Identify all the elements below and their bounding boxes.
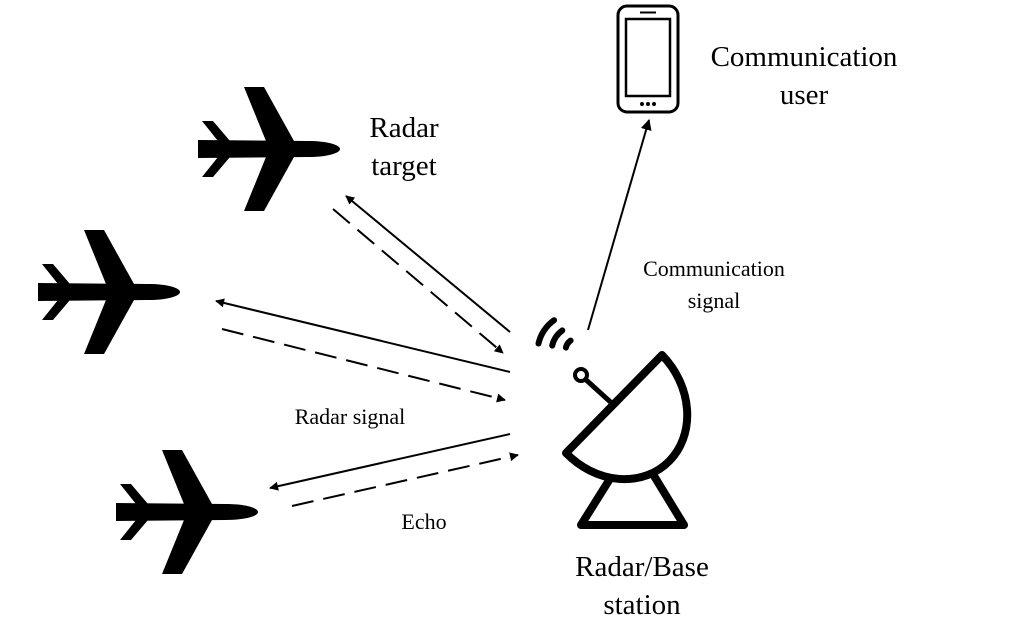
smartphone-icon bbox=[616, 4, 680, 114]
echo-arrow-middle bbox=[221, 328, 506, 403]
communication-signal-arrow bbox=[587, 118, 652, 331]
communication-signal-label-line1: Communication bbox=[643, 256, 785, 281]
echo-label: Echo bbox=[401, 509, 446, 534]
airplane-icon-middle bbox=[38, 230, 180, 354]
communication-user-label-line2: user bbox=[780, 79, 829, 111]
airplane-icon-bottom bbox=[116, 450, 258, 574]
signal-waves-icon bbox=[535, 317, 574, 351]
radar-signal-arrow-middle bbox=[215, 298, 511, 373]
echo-arrow-bottom bbox=[291, 452, 519, 507]
radar-base-station-label-line1: Radar/Base bbox=[575, 551, 709, 583]
radar-target-label-line2: target bbox=[371, 150, 437, 182]
radar-signal-arrow-top bbox=[345, 195, 511, 333]
radar-signal-label: Radar signal bbox=[295, 404, 406, 429]
echo-arrow-top bbox=[332, 208, 504, 354]
radar-dish-icon bbox=[562, 351, 692, 529]
radar-target-label-line1: Radar bbox=[369, 112, 439, 144]
radar-base-station-label-line2: station bbox=[603, 589, 681, 621]
communication-user-label-line1: Communication bbox=[711, 41, 898, 73]
communication-signal-label-line2: signal bbox=[688, 288, 741, 313]
airplane-icon-top bbox=[198, 87, 340, 211]
radar-signal-arrow-bottom bbox=[269, 433, 511, 491]
